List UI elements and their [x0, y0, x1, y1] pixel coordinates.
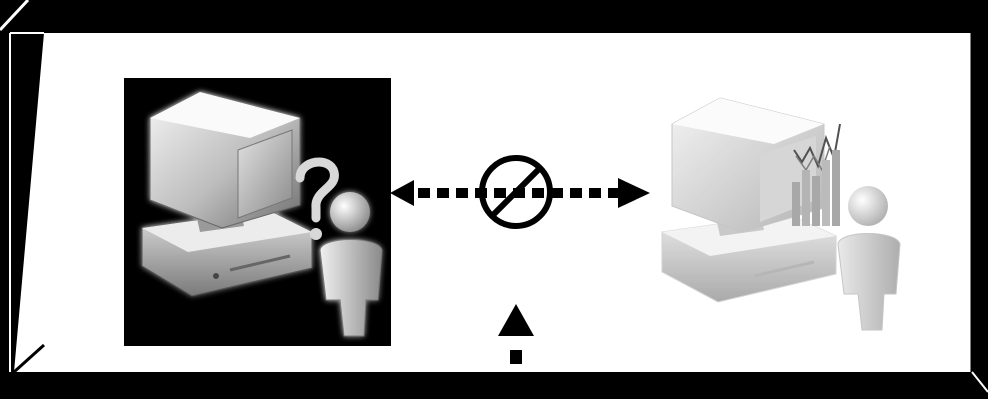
question-mark-dot	[310, 228, 322, 240]
computer-icon	[142, 92, 312, 296]
dotted-stem	[510, 350, 522, 364]
left-workstation	[124, 78, 391, 346]
